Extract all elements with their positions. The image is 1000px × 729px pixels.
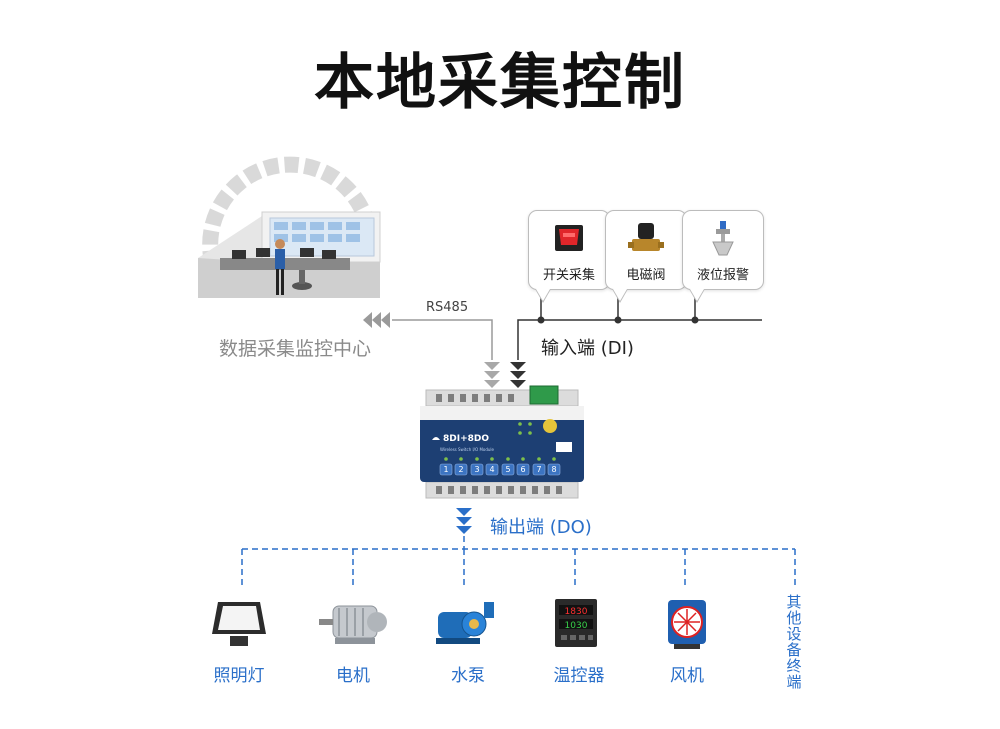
channel-number: 7	[536, 465, 542, 474]
rs485-line	[392, 319, 493, 360]
monitor-center-label: 数据采集监控中心	[218, 338, 371, 360]
motor-icon	[319, 605, 387, 644]
input-item-switch: 开关采集	[528, 210, 610, 303]
channel-number: 8	[551, 465, 557, 474]
do-bus-dashed	[241, 536, 796, 588]
do-arrows-down	[456, 508, 472, 534]
di-bus-line	[517, 319, 762, 360]
level-sensor-icon	[712, 221, 734, 256]
channel-number: 3	[474, 465, 480, 474]
svg-text:1030: 1030	[565, 621, 588, 631]
fan-icon	[668, 600, 706, 649]
di-arrows-down	[510, 362, 526, 388]
svg-text:1830: 1830	[565, 607, 588, 617]
water-pump-icon	[436, 602, 494, 644]
floodlight-icon	[212, 602, 266, 646]
output-item-label-pump: 水泵	[451, 666, 485, 686]
output-item-label-thermostat: 温控器	[553, 666, 605, 686]
other-devices-label: 其他设备终端	[786, 593, 802, 691]
rs485-arrows-down	[484, 362, 500, 388]
channel-number: 5	[505, 465, 511, 474]
input-item-label: 电磁阀	[626, 268, 666, 283]
input-di-label: 输入端 (DI)	[541, 338, 634, 359]
di-node-2	[614, 316, 622, 324]
di-node-3	[691, 316, 699, 324]
output-item-label-floodlight: 照明灯	[213, 666, 265, 686]
channel-number: 2	[458, 465, 464, 474]
module-channel-numbers: 1 2 3 4 5 6 7 8	[440, 465, 564, 476]
control-room-illustration	[198, 211, 381, 298]
solenoid-valve-icon	[628, 223, 664, 251]
input-item-level: 液位报警	[682, 210, 764, 303]
rocker-switch-icon	[555, 225, 583, 251]
input-item-label: 开关采集	[542, 268, 595, 283]
rs485-label: RS485	[426, 300, 469, 315]
thermostat-icon: 1830 1030	[555, 599, 597, 647]
di-node-1	[537, 316, 545, 324]
channel-number: 6	[520, 465, 526, 474]
rs485-arrows-left	[363, 312, 390, 328]
input-item-label: 液位报警	[696, 268, 749, 283]
output-do-label: 输出端 (DO)	[490, 517, 592, 538]
channel-number: 4	[489, 465, 495, 474]
input-item-valve: 电磁阀	[605, 210, 687, 303]
output-item-label-motor: 电机	[336, 666, 370, 686]
module-model-label: 8DI+8DO	[443, 434, 490, 444]
page-title: 本地采集控制	[314, 48, 686, 118]
io-module	[420, 385, 584, 499]
module-subtitle-label: Wireless Switch I/O Module	[440, 447, 494, 452]
channel-number: 1	[443, 465, 449, 474]
output-item-label-fan: 风机	[670, 666, 704, 686]
